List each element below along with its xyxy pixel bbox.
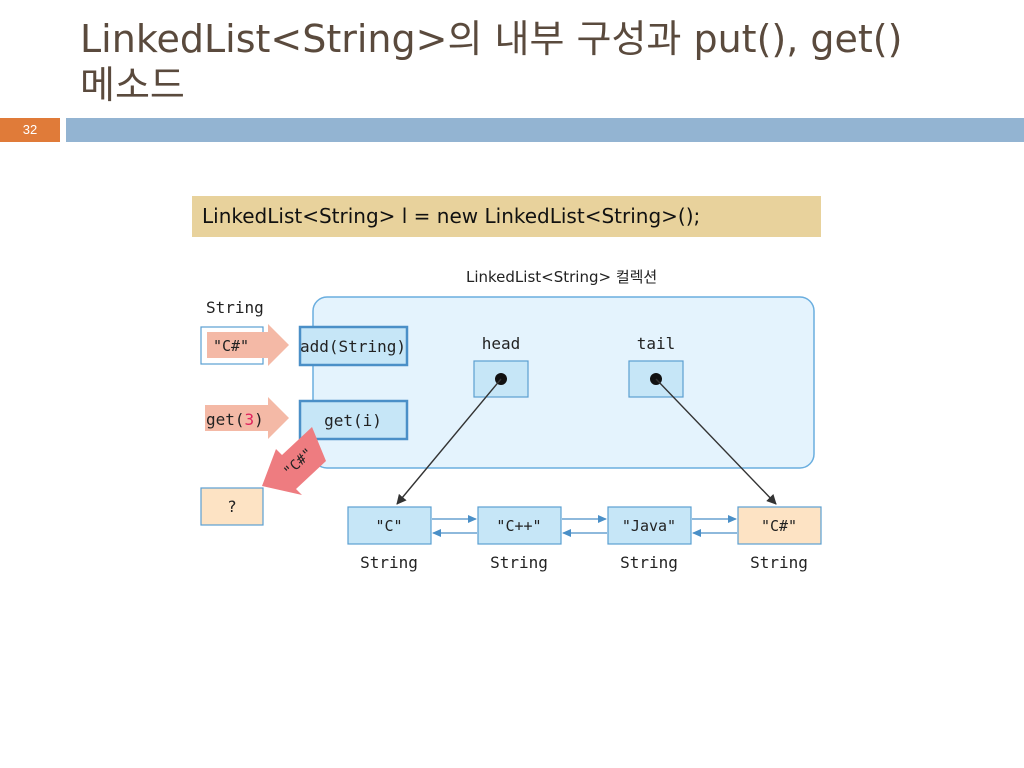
get-call-label: get(3)	[206, 410, 264, 429]
collection-label: LinkedList<String> 컬렉션	[466, 268, 657, 286]
slide-title: LinkedList<String>의 내부 구성과 put(), get() …	[80, 16, 980, 108]
list-node: "C" String	[347, 506, 432, 572]
list-node-value: "C++"	[496, 517, 541, 535]
result-box	[200, 487, 264, 526]
list-node-type: String	[490, 553, 548, 572]
list-node-box	[607, 506, 692, 545]
get-method-box	[298, 399, 409, 441]
list-node-box	[347, 506, 432, 545]
head-label: head	[482, 334, 521, 353]
slide-title-line-1: LinkedList<String>의 내부 구성과 put(), get()	[80, 17, 903, 61]
list-node-value: "Java"	[622, 517, 676, 535]
list-node: "C++" String	[477, 506, 562, 572]
list-node: "C#" String	[737, 506, 822, 572]
list-node-value: "C#"	[761, 517, 797, 535]
list-node-box-highlight	[737, 506, 822, 545]
list-node-type: String	[360, 553, 418, 572]
input-type-label: String	[206, 298, 264, 317]
page-number: 32	[0, 118, 60, 142]
add-method-label: add(String)	[300, 337, 406, 356]
code-statement: LinkedList<String> l = new LinkedList<St…	[192, 196, 821, 237]
get-call-index: 3	[245, 410, 255, 429]
return-arrow	[262, 427, 326, 495]
get-call-prefix: get(	[206, 410, 245, 429]
get-method-label: get(i)	[324, 411, 382, 430]
tail-label: tail	[637, 334, 676, 353]
title-divider-bar	[66, 118, 1024, 142]
add-method-box	[298, 325, 409, 367]
get-call-suffix: )	[254, 410, 264, 429]
list-node-box	[477, 506, 562, 545]
collection-container	[312, 296, 815, 469]
result-placeholder: ?	[227, 497, 237, 516]
input-arrow	[207, 324, 289, 366]
list-node-type: String	[750, 553, 808, 572]
list-node-type: String	[620, 553, 678, 572]
slide-title-line-2: 메소드	[80, 63, 185, 107]
list-node-value: "C"	[375, 517, 402, 535]
tail-pointer-link	[655, 378, 777, 505]
input-value: "C#"	[213, 337, 249, 355]
head-pointer-link	[396, 378, 502, 505]
get-call-arrow	[205, 397, 289, 439]
list-node: "Java" String	[607, 506, 692, 572]
